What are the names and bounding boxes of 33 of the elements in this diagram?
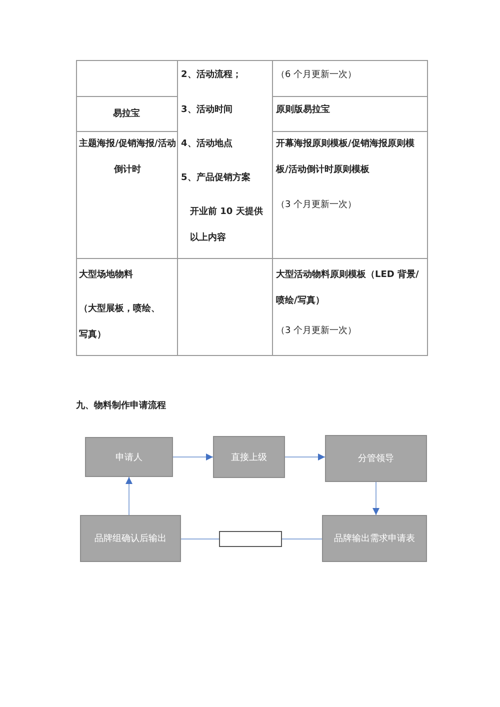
table-text: 大型活动物料原则模板（LED 背景/喷绘/写真）	[276, 268, 420, 308]
table-text: （6 个月更新一次）	[276, 68, 358, 82]
table-text: （大型展板，喷绘、写真）	[79, 302, 161, 342]
process-box	[322, 515, 427, 562]
node-text: 品牌输出需求申请表	[333, 532, 416, 546]
node-text: 分管领导	[357, 452, 395, 466]
process-box	[325, 435, 427, 482]
node-text: 申请人	[114, 452, 144, 464]
section-heading: 九、物料制作申请流程	[76, 399, 166, 413]
label-box	[219, 531, 282, 547]
table-text: 2、活动流程；	[181, 68, 242, 82]
connector-line	[282, 538, 322, 540]
table-text: 开幕海报原则模板/促销海报原则模板/活动倒计时原则模板	[276, 137, 416, 177]
connector-line	[180, 538, 220, 540]
arrow	[126, 476, 132, 516]
table-text: 大型场地物料	[79, 268, 134, 282]
table-text: 5、产品促销方案	[181, 171, 252, 185]
process-box	[80, 515, 181, 562]
table-text: （3 个月更新一次）	[276, 198, 358, 212]
arrow	[284, 454, 326, 460]
table-text: 易拉宝	[112, 107, 141, 121]
process-box	[85, 437, 173, 477]
process-box	[213, 436, 285, 478]
table-text: 原则版易拉宝	[276, 103, 331, 117]
table-text: 主题海报/促销海报/活动倒计时	[79, 137, 176, 177]
arrow	[172, 454, 214, 460]
node-text: 品牌组确认后输出	[94, 532, 168, 546]
table-text: 3、活动时间	[181, 103, 234, 117]
table-text: （3 个月更新一次）	[276, 324, 358, 338]
node-text: 直接上级	[230, 452, 268, 464]
table-text: 4、活动地点	[181, 137, 234, 151]
table-text: 开业前 10 天提供以上内容	[190, 205, 264, 245]
arrow	[372, 482, 380, 516]
